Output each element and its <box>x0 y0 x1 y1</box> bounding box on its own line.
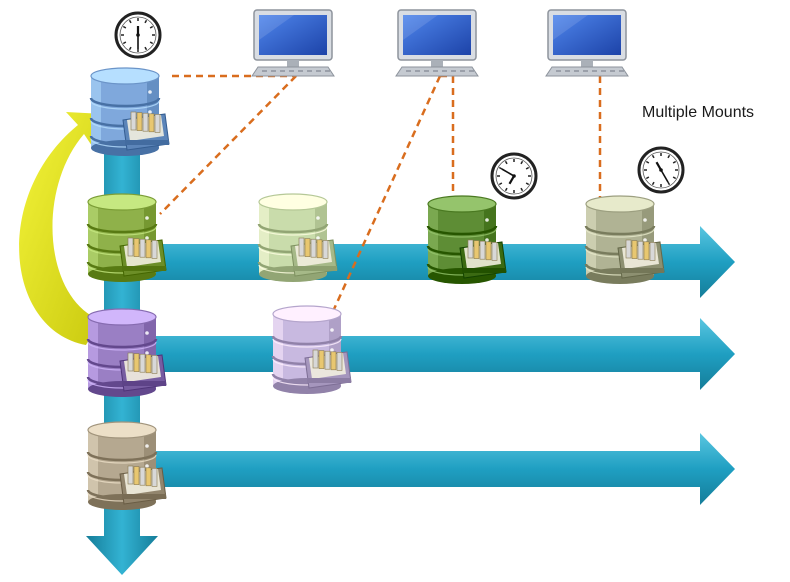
clock-icon <box>490 152 538 200</box>
dashed-connectors <box>159 74 602 319</box>
timeline-arrow-3 <box>140 433 735 505</box>
computer-monitor-icon <box>545 9 629 77</box>
computer-monitor-icon <box>251 9 335 77</box>
database-icon <box>271 305 352 394</box>
curved-arrow <box>19 112 104 345</box>
database-icon <box>89 67 170 156</box>
clock-icon <box>637 146 685 194</box>
clock-icon <box>114 11 162 59</box>
computer-monitor-icon <box>395 9 479 77</box>
database-icon <box>86 193 167 282</box>
database-icon <box>86 308 167 397</box>
timeline-arrow-2 <box>140 318 735 390</box>
database-icon <box>426 195 507 284</box>
database-icon <box>86 421 167 510</box>
multiple-mounts-label: Multiple Mounts <box>642 104 755 121</box>
database-icon <box>584 195 665 284</box>
database-icon <box>257 193 338 282</box>
